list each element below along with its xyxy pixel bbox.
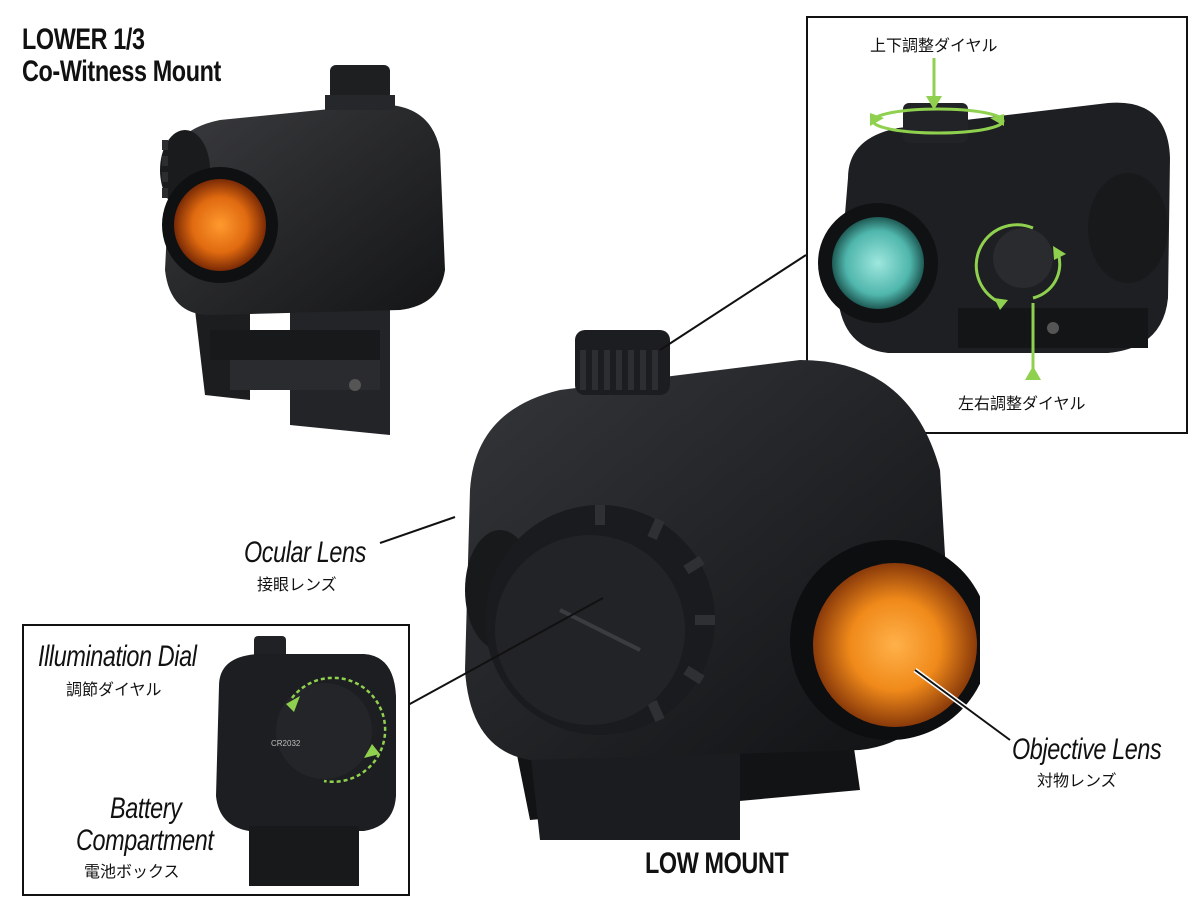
illumination-dial-jp-label: 調節ダイヤル: [66, 680, 162, 699]
adjustment-dial-inset: 上下調整ダイヤル 左右調整ダイヤル: [806, 16, 1188, 434]
elevation-dial-label: 上下調整ダイヤル: [870, 36, 998, 55]
elevation-arrows: [870, 58, 1066, 380]
objective-lens-label: Objective Lens: [1012, 733, 1162, 766]
cowitness-sight-image: [160, 65, 445, 435]
battery-compartment-label-line2: Compartment: [76, 824, 214, 857]
mount-title: LOWER 1/3 Co-Witness Mount: [22, 24, 256, 87]
windage-dial-label: 左右調整ダイヤル: [958, 394, 1086, 413]
battery-compartment-jp-label: 電池ボックス: [84, 862, 180, 881]
inset-battery-text: CR2032: [271, 739, 301, 748]
illumination-battery-inset: CR2032 Illumination Dial 調節ダイヤル Battery …: [22, 624, 410, 896]
ocular-lens-label: Ocular Lens: [244, 536, 366, 569]
ocular-lens-jp-label: 接眼レンズ: [257, 575, 337, 594]
mount-title-line2: Co-Witness Mount: [22, 54, 221, 88]
illumination-sight-image: CR2032: [216, 636, 396, 886]
objective-lens-jp-label: 対物レンズ: [1037, 771, 1117, 790]
low-mount-label: LOW MOUNT: [645, 847, 789, 880]
low-mount-sight-image: [465, 330, 980, 840]
mount-title-line1: LOWER 1/3: [22, 23, 145, 56]
illumination-dial-label: Illumination Dial: [38, 640, 197, 673]
battery-compartment-label-line1: Battery: [110, 792, 182, 825]
